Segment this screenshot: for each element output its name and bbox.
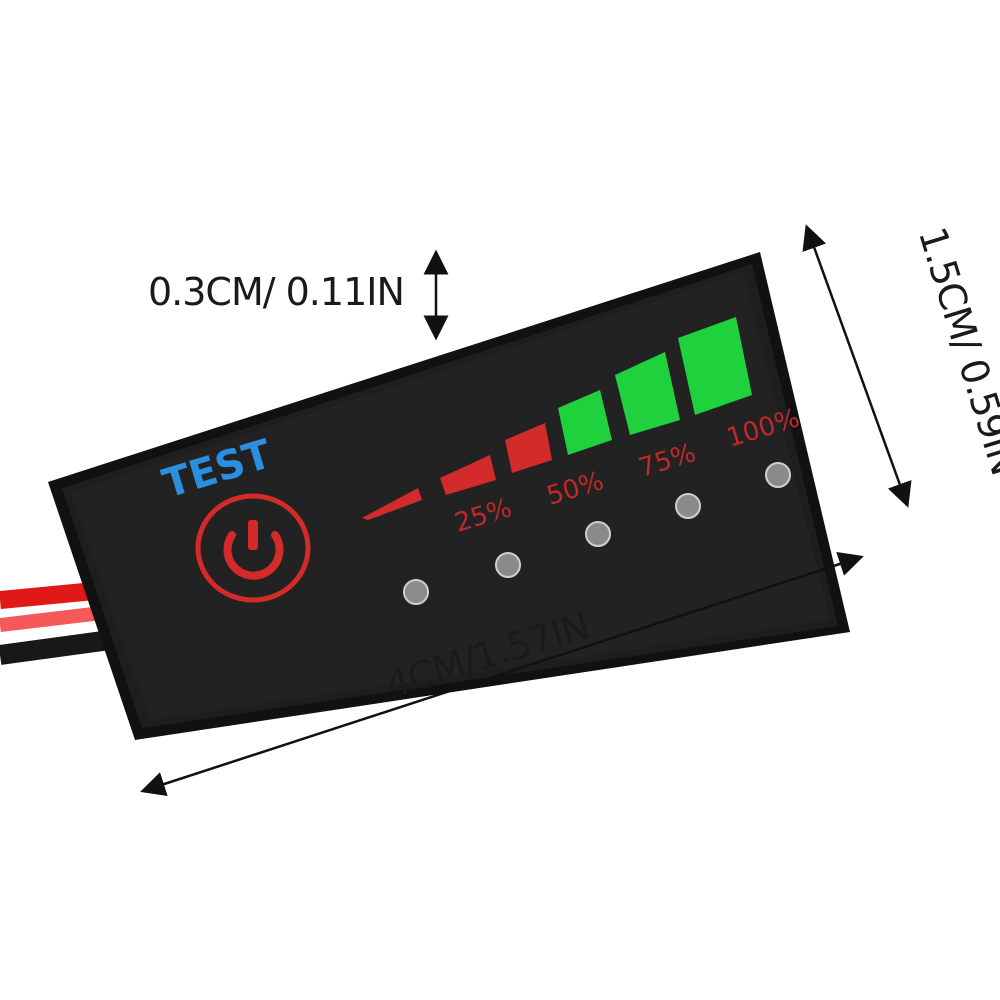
led-4 [675,493,701,519]
led-3 [585,521,611,547]
height-arrow-icon [802,224,912,508]
led-5 [765,462,791,488]
led-2 [495,552,521,578]
led-1 [403,579,429,605]
thickness-dimension-label: 0.3CM/ 0.11IN [148,270,405,314]
level-segment-6 [678,317,752,415]
level-segment-2 [440,455,496,495]
level-segment-4 [558,390,612,455]
level-segment-5 [615,352,680,435]
level-segment-1 [362,488,422,520]
length-arrow-icon [140,551,864,797]
level-segment-3 [505,423,552,473]
